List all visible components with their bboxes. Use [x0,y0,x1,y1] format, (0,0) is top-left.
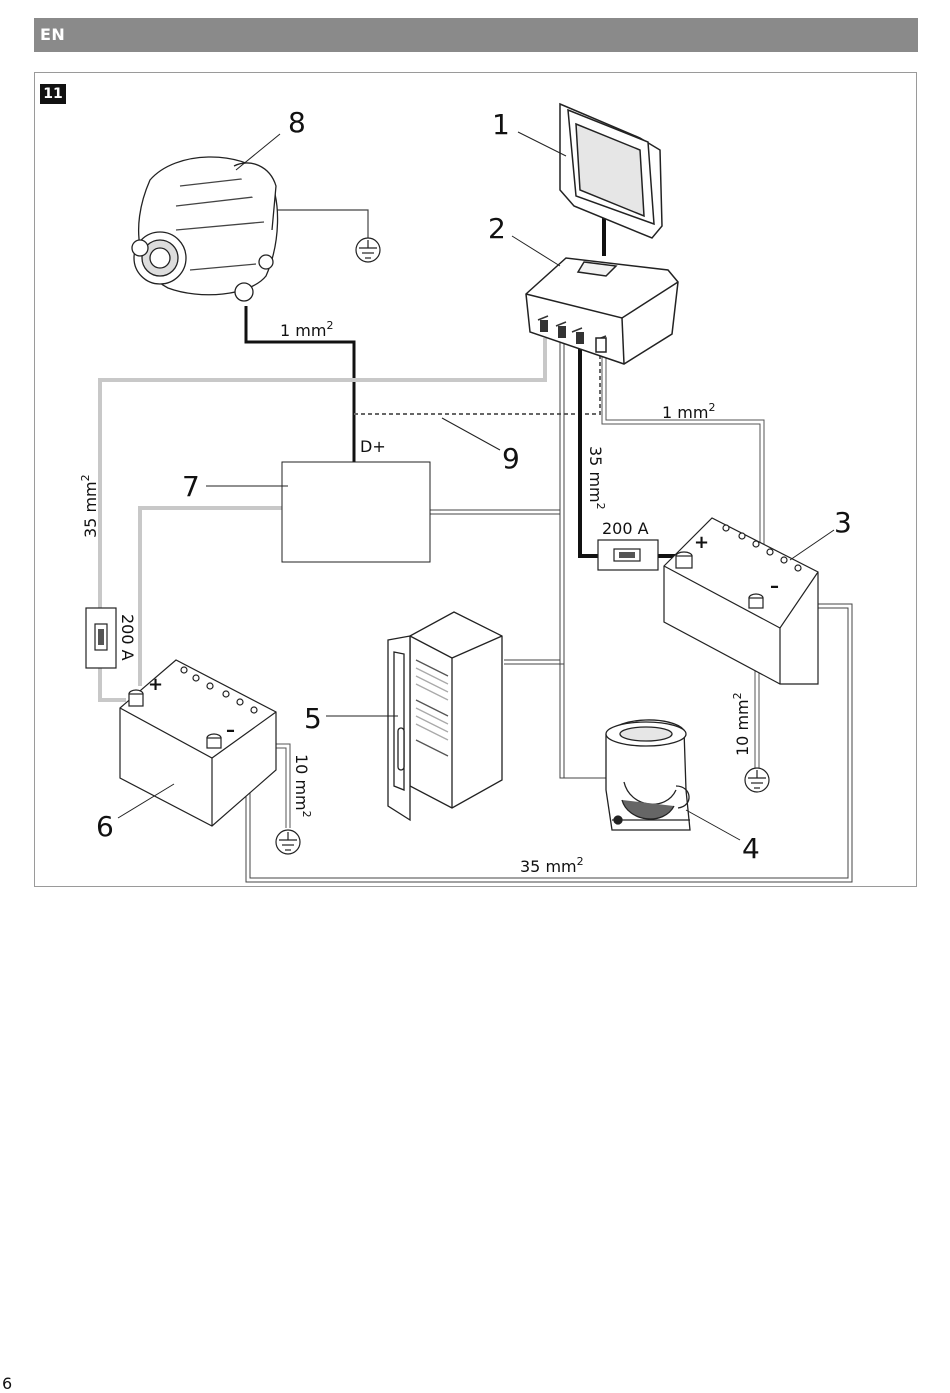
dplus-signal-dashed-wire [354,352,601,415]
battery-right-minus: – [770,576,779,597]
alternator-dplus-wire [244,306,356,462]
wire-label-ground-right: 10 mm2 [731,692,752,756]
controller-box [525,257,679,365]
callout-7: 7 [182,470,200,503]
wire-label-ground-left: 10 mm2 [292,754,313,818]
header-bar: EN [34,18,918,52]
battery-left-plus: + [148,674,163,695]
ground-symbol-alternator [355,237,381,263]
sense-wire-right [601,348,765,604]
callout-6: 6 [96,810,114,843]
callout-1: 1 [492,108,510,141]
figure-frame [34,72,917,887]
wire-label-bottom: 35 mm2 [520,855,584,876]
battery-left [119,659,277,827]
wire-label-sense: 1 mm2 [662,401,715,422]
relay-box [281,461,431,563]
callout-4: 4 [742,832,760,865]
fuse-right [597,539,659,571]
figure-number-badge: 11 [40,84,66,104]
callout-3: 3 [834,506,852,539]
callout-5: 5 [304,702,322,735]
wire-label-alternator: 1 mm2 [280,319,333,340]
ground-symbol-right [744,767,770,793]
callout-8: 8 [288,106,306,139]
display-unit [559,102,663,239]
wire-label-main-left: 35 mm2 [79,474,100,538]
battery-right-plus: + [694,532,709,553]
alternator-ground-wire [272,209,369,238]
callout-leaders [117,131,835,841]
wire-label-dplus: D+ [360,437,386,456]
battery-left-minus: – [226,720,235,741]
ground-symbol-left [275,829,301,855]
wire-label-main-right: 35 mm2 [586,446,607,510]
language-label: EN [40,25,66,44]
battery-right [663,517,819,685]
fuse-label-right: 200 A [602,519,649,538]
consumer-trunk-wire [504,340,606,779]
main-cable-left [98,338,547,702]
callout-9: 9 [502,442,520,475]
coffee-machine [605,719,691,831]
callout-2: 2 [488,212,506,245]
alternator [131,156,279,302]
fuse-left [85,607,117,669]
refrigerator [387,611,503,822]
page-number: 6 [2,1374,13,1393]
fuse-label-left: 200 A [118,614,137,661]
